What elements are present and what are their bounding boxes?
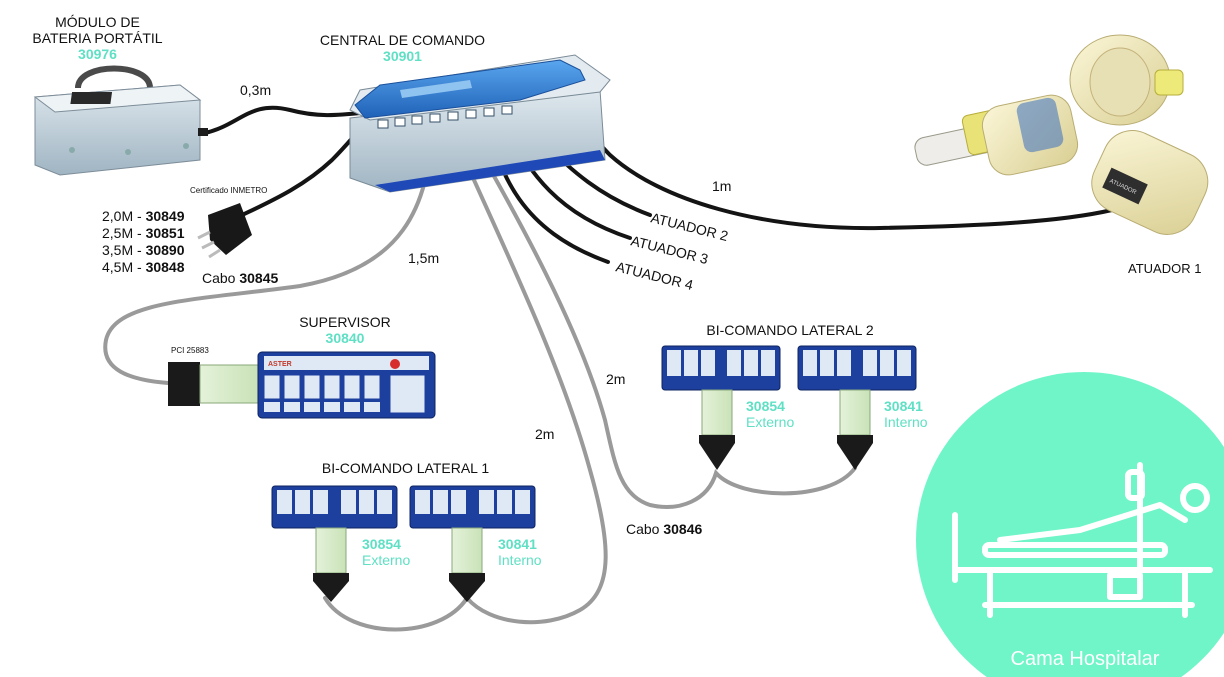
lateral-1-title: BI-COMANDO LATERAL 1: [321, 460, 490, 476]
central-control-box: [349, 54, 611, 193]
central-code: 30901: [383, 48, 422, 65]
actuator-1-label: ATUADOR 1: [1128, 261, 1202, 276]
power-cord-length-item: 2,5M - 30851: [102, 225, 185, 241]
supervisor-title: SUPERVISOR: [299, 314, 391, 330]
power-cord-certificate: Certificado INMETRO: [190, 186, 268, 195]
power-cord-length-item: 4,5M - 30848: [102, 259, 185, 275]
power-plug: [197, 203, 252, 259]
lateral-1-cable-length: 2m: [535, 426, 555, 442]
supervisor-brand: ASTER: [268, 361, 292, 368]
central-ports: [377, 105, 513, 129]
battery-module: [33, 65, 208, 176]
power-cord-lengths: 2,0M - 30849 2,5M - 30851 3,5M - 30890 4…: [102, 208, 185, 276]
battery-code: 30976: [78, 46, 117, 63]
lateral-2-title: BI-COMANDO LATERAL 2: [706, 322, 874, 338]
lateral-2-controls: [661, 345, 917, 470]
battery-title-line2: BATERIA PORTÁTIL: [32, 30, 163, 47]
power-cord-length-item: 2,0M - 30849: [102, 208, 185, 224]
hospital-bed-icon: [952, 462, 1213, 618]
supervisor-title-block: SUPERVISOR 30840: [260, 314, 430, 346]
battery-title: MÓDULO DE BATERIA PORTÁTIL 30976: [15, 14, 180, 62]
lateral-2-cable-length: 2m: [606, 371, 626, 387]
battery-cable: [203, 105, 374, 135]
central-title-block: CENTRAL DE COMANDO 30901: [300, 32, 505, 64]
supervisor-connector-label: PCI 25883: [171, 346, 209, 355]
supervisor-cable: [103, 120, 434, 385]
lateral-1-controls: [271, 485, 536, 602]
cable-30846-label: Cabo 30846: [626, 521, 703, 537]
battery-title-line1: MÓDULO DE: [55, 14, 140, 30]
lateral-2-cable: [460, 118, 857, 509]
central-title: CENTRAL DE COMANDO: [319, 32, 486, 48]
lateral-1-cable: [323, 120, 608, 632]
power-cord-cable-label: Cabo 30845: [202, 270, 279, 286]
supervisor-cable-length: 1,5m: [408, 250, 440, 266]
power-cord-length-item: 3,5M - 30890: [102, 242, 185, 258]
actuator-1-illustration: ATUADOR: [914, 34, 1209, 235]
supervisor-code: 30840: [325, 330, 365, 347]
actuator-4-label: ATUADOR 4: [614, 258, 695, 293]
battery-cable-length: 0,3m: [240, 82, 272, 98]
actuator-3-label: ATUADOR 3: [629, 232, 710, 267]
hospital-bed-label: Cama Hospitalar: [1010, 648, 1160, 670]
supervisor-panel: ASTER: [168, 351, 436, 419]
actuator-1-cable-length: 1m: [712, 178, 732, 194]
hospital-bed-badge: [916, 372, 1224, 677]
